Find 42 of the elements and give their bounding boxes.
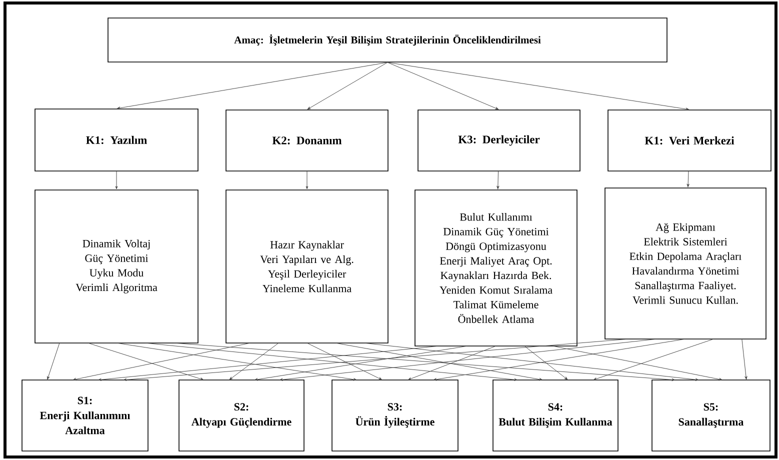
strategy-box: S5: Sanallaştırma (652, 380, 770, 452)
arrow (254, 346, 468, 381)
strategy-box: S3: Ürün İyileştirme (332, 380, 458, 452)
factor-list-box: Dinamik Voltaj Güç Yönetimi Uyku Modu Verimli Algoritma (34, 190, 198, 344)
arrow (88, 342, 204, 380)
arrow (335, 342, 543, 381)
arrow (98, 346, 440, 381)
arrow (387, 62, 499, 110)
arrow (433, 338, 686, 381)
strategy-box: S2: Altyapı Güçlendirme (178, 380, 304, 452)
arrow (524, 346, 568, 380)
goal-box: Amaç: İşletmelerin Yeşil Bilişim Stratejilerinin Önceliklendirilmesi (108, 18, 668, 62)
arrow (47, 342, 60, 380)
criterion-box: K3: Derleyiciler (418, 110, 580, 172)
arrow (123, 338, 630, 381)
criterion-box: K1: Yazılım (34, 108, 198, 172)
criterion-box: K2: Donanım (226, 110, 388, 172)
arrow (173, 342, 676, 381)
arrow (593, 338, 714, 380)
arrow (72, 342, 251, 380)
strategy-box: S4: Bulut Bilişim Kullanma (492, 380, 618, 452)
arrow (306, 171, 308, 190)
factor-list-box: Bulut Kullanımı Dinamik Güç Yönetimi Döngü Optimizasyonu Enerji Maliyet Araç Opt. Kaynakları Hazırda Bek. Yeniden Komut Sıralama Talimat Kümeleme Önbellek Atlama (414, 190, 578, 346)
arrow (279, 338, 658, 381)
strategy-box: S1: Enerji Kullanımını Azaltma (22, 380, 148, 452)
arrow (363, 342, 699, 381)
arrow (115, 171, 118, 190)
factor-list-box: Ağ Ekipmanı Elektrik Sistemleri Etkin Depolama Araçları Havalandırma Yönetimi Sanallaştırma Faaliyet. Verimli Sunucu Kullan. (604, 188, 766, 340)
factor-list-box: Hazır Kaynaklar Veri Yapıları ve Alg. Yeşil Derleyiciler Yineleme Kullanma (226, 190, 388, 344)
arrow (387, 62, 690, 110)
arrow (686, 171, 690, 188)
arrow (496, 171, 500, 190)
arrow (306, 342, 382, 380)
arrow (116, 62, 388, 110)
criterion-box: K1: Veri Merkezi (608, 110, 772, 172)
arrow (742, 338, 748, 380)
arrow (552, 346, 722, 381)
arrow (229, 342, 279, 380)
arrow (408, 346, 496, 380)
arrow (307, 62, 388, 110)
arrow (144, 342, 518, 381)
arrow (116, 342, 357, 381)
